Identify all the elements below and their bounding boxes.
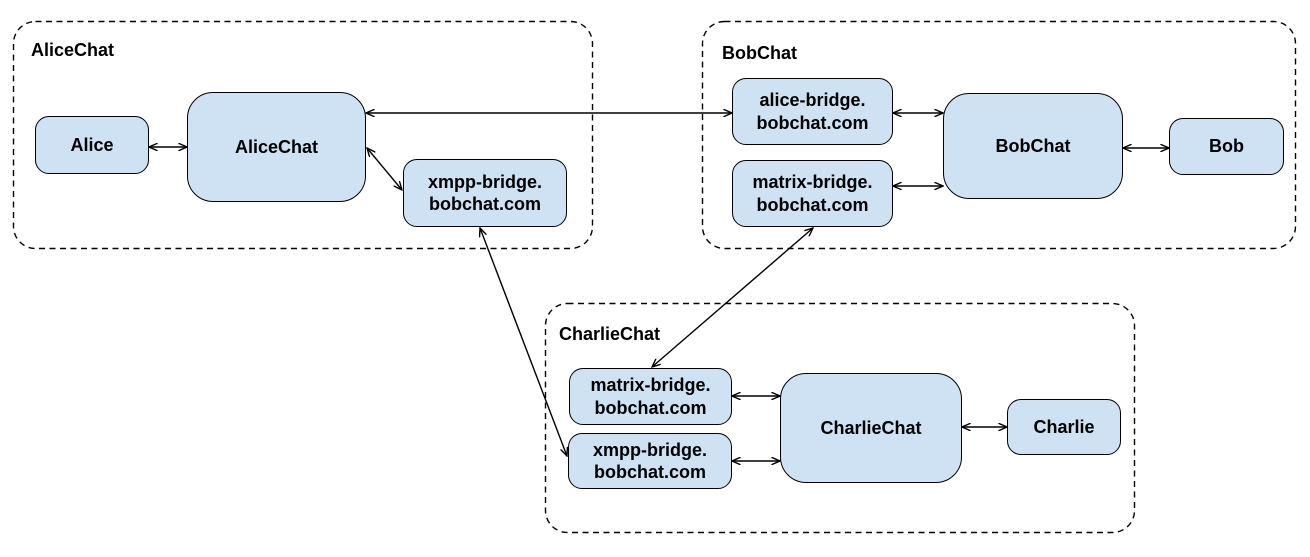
node-alicechat-server: AliceChat [187, 92, 366, 202]
node-xmpp-bridge-alice: xmpp-bridge. bobchat.com [403, 159, 567, 227]
node-bobchat-server: BobChat [943, 93, 1123, 199]
group-label-bobchat: BobChat [722, 43, 797, 63]
group-bobchat-outline [701, 20, 1297, 250]
node-alice-bridge-bob: alice-bridge. bobchat.com [732, 78, 893, 145]
node-matrix-bridge-bob: matrix-bridge. bobchat.com [732, 160, 893, 227]
group-alicechat-outline [12, 20, 594, 250]
group-label-charliechat: CharlieChat [559, 324, 661, 344]
edge-xmppbridge-alice-to-charlie [480, 228, 567, 456]
edge-matrixbridge-bob-to-charlie [652, 228, 813, 367]
edge-alicechat-xmppbridge [367, 148, 402, 190]
node-charliechat-server: CharlieChat [780, 373, 962, 483]
node-bob: Bob [1169, 118, 1284, 175]
node-charlie: Charlie [1007, 399, 1121, 455]
node-matrix-bridge-charlie: matrix-bridge. bobchat.com [569, 368, 732, 425]
group-label-alicechat: AliceChat [31, 40, 115, 60]
node-alice: Alice [35, 116, 149, 174]
node-xmpp-bridge-charlie: xmpp-bridge. bobchat.com [568, 433, 732, 489]
